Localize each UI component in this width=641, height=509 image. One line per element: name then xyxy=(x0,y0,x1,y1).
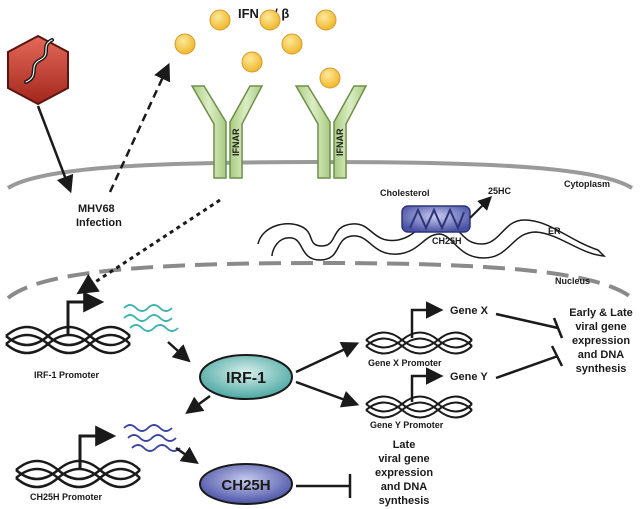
25hc-label: 25HC xyxy=(488,186,512,196)
mrna-to-irf1-arrow xyxy=(167,341,191,363)
ifn-molecule xyxy=(315,9,337,31)
geney-label: Gene Y xyxy=(450,371,488,383)
ifn-molecule xyxy=(259,9,281,31)
ch25h-protein-node xyxy=(199,463,293,505)
nuclear-envelope xyxy=(6,260,634,300)
ch25h-promoter-label: CH25H Promoter xyxy=(30,492,103,502)
late-line: synthesis xyxy=(379,495,430,507)
ch25h-enzyme-icon xyxy=(401,205,471,233)
cholesterol-to-25hc-arrow xyxy=(469,196,492,219)
mrna-to-ch25h-arrow xyxy=(175,446,199,465)
ifn-molecule xyxy=(241,51,263,73)
late-line: viral gene xyxy=(378,453,429,465)
irf1-to-geney-arrow xyxy=(295,380,360,408)
early-late-line: and DNA xyxy=(578,349,625,361)
ifnar-right-label: IFNAR xyxy=(335,128,345,156)
irf1-promoter-label: IRF-1 Promoter xyxy=(34,370,100,380)
infection-to-ifn-dashed-arrow xyxy=(108,62,171,193)
nucleus-label: Nucleus xyxy=(555,276,590,286)
genex-tss-arrow xyxy=(410,301,444,338)
virus-to-infection-arrow xyxy=(36,105,74,194)
ifnar-to-irf1-dotted-arrow xyxy=(76,198,221,295)
late-text: Late viral gene expression and DNA synth… xyxy=(375,439,433,507)
ch25h-tss-arrow xyxy=(78,425,117,468)
ch25h-inhibition xyxy=(296,474,352,498)
irf1-to-genex-arrow xyxy=(295,341,360,374)
genex-promoter-dna xyxy=(365,331,473,355)
geney-promoter-dna xyxy=(365,395,473,419)
genex-inhibition xyxy=(495,312,564,339)
ch25h-mrna xyxy=(123,424,181,452)
cholesterol-label: Cholesterol xyxy=(380,188,430,198)
ifnar-receptor-right: IFNAR xyxy=(294,85,368,179)
early-late-line: expression xyxy=(572,335,630,347)
geney-inhibition xyxy=(495,345,564,380)
ifn-molecule xyxy=(174,33,196,55)
ch25h-promoter-dna xyxy=(15,459,141,489)
ifn-molecule xyxy=(319,67,341,89)
early-late-line: synthesis xyxy=(576,363,627,375)
geney-promoter-label: Gene Y Promoter xyxy=(370,420,444,430)
irf1-tss-arrow xyxy=(66,291,105,334)
ifnar-receptor-left: IFNAR xyxy=(190,85,264,179)
genex-label: Gene X xyxy=(450,305,489,317)
ifnar-left-label: IFNAR xyxy=(231,128,241,156)
irf1-to-ch25h-promoter-arrow xyxy=(185,394,211,415)
genex-promoter-label: Gene X Promoter xyxy=(368,358,442,368)
virus-label-line1: MHV68 xyxy=(78,203,115,215)
irf1-mrna xyxy=(123,304,179,332)
geney-tss-arrow xyxy=(410,367,444,402)
virus-label-line2: Infection xyxy=(76,217,122,229)
irf1-protein-node xyxy=(199,354,293,400)
irf1-promoter-dna xyxy=(5,325,131,355)
late-line: expression xyxy=(375,467,433,479)
cytoplasm-label: Cytoplasm xyxy=(564,179,610,189)
early-late-text: Early & Late viral gene expression and D… xyxy=(569,307,633,375)
ifn-molecule xyxy=(281,33,303,55)
er-membrane xyxy=(257,219,606,261)
mhv68-virion-icon xyxy=(7,34,69,106)
ch25h-node-label: CH25H xyxy=(221,477,270,494)
irf1-node-label: IRF-1 xyxy=(226,370,266,387)
early-late-line: Early & Late xyxy=(569,307,633,319)
ifn-molecule xyxy=(209,9,231,31)
late-line: and DNA xyxy=(381,481,428,493)
early-late-line: viral gene xyxy=(575,321,626,333)
er-label: ER xyxy=(548,226,561,236)
ifn-molecules xyxy=(174,9,341,89)
late-line: Late xyxy=(393,439,416,451)
er-enzyme-label: CH25H xyxy=(432,236,462,246)
